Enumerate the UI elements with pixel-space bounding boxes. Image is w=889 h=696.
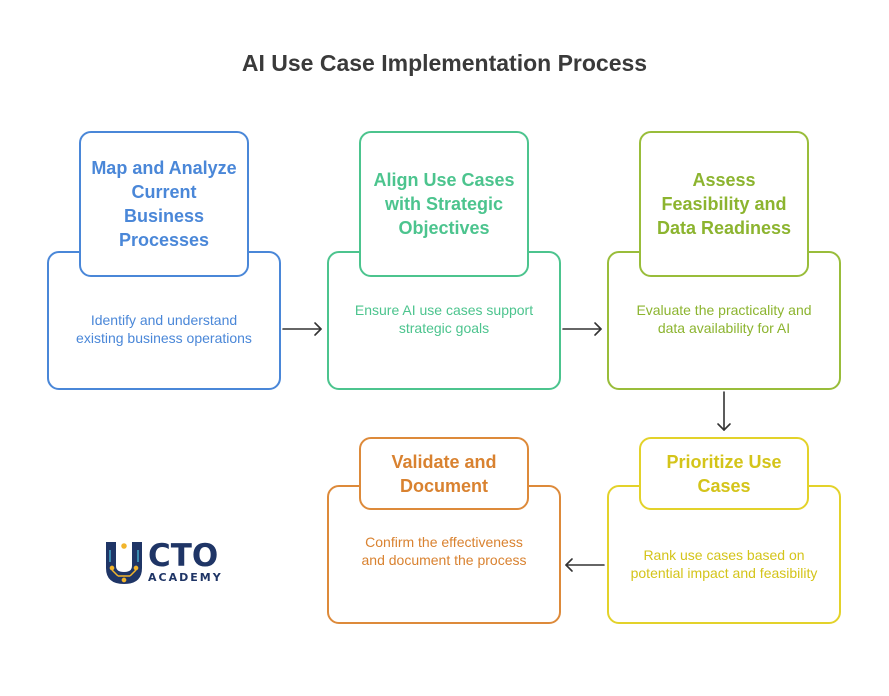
step-1-description: Identify and understand existing busines… xyxy=(76,312,252,346)
step-4-heading: Prioritize Use Cases xyxy=(639,437,809,510)
step-2-description: Ensure AI use cases support strategic go… xyxy=(354,302,534,336)
arrow-step4-to-step5 xyxy=(565,558,605,572)
shield-circuit-icon xyxy=(106,542,142,584)
step-2-heading: Align Use Cases with Strategic Objective… xyxy=(359,131,529,277)
logo-main-text: CTO xyxy=(148,538,219,574)
step-5-description: Confirm the effectiveness and document t… xyxy=(361,534,527,568)
arrow-step3-to-step4 xyxy=(717,391,731,431)
step-4-description: Rank use cases based on potential impact… xyxy=(630,547,818,581)
step-3-heading: Assess Feasibility and Data Readiness xyxy=(639,131,809,277)
step-5-heading: Validate and Document xyxy=(359,437,529,510)
logo-sub-text: ACADEMY xyxy=(148,571,223,584)
arrow-step1-to-step2 xyxy=(282,322,322,336)
diagram-title: AI Use Case Implementation Process xyxy=(241,50,648,76)
step-3-description: Evaluate the practicality and data avail… xyxy=(636,302,812,336)
arrow-step2-to-step3 xyxy=(562,322,602,336)
cto-academy-logo: CTO ACADEMY xyxy=(104,540,234,586)
step-1-heading: Map and Analyze Current Business Process… xyxy=(79,131,249,277)
